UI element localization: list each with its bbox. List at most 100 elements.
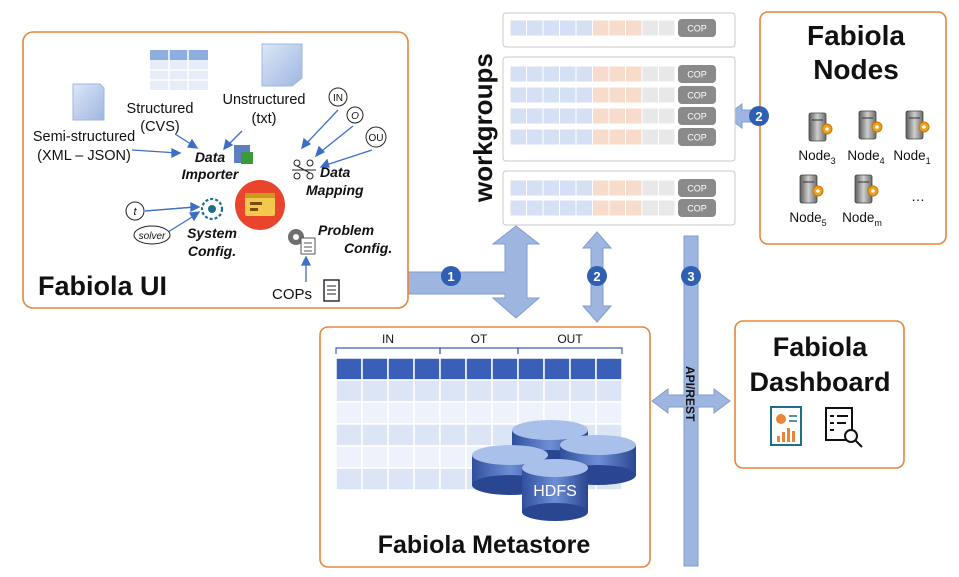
metastore-cell (387, 423, 415, 447)
svg-text:1: 1 (447, 269, 454, 284)
config-input-solver: solver (139, 231, 166, 242)
problem-config-label-1: Problem (318, 222, 374, 238)
structured-format: (CVS) (140, 119, 179, 135)
metastore-cell (439, 423, 467, 447)
workgroup-cell (608, 65, 626, 83)
cop-button-bg (678, 86, 716, 104)
metastore-cell (387, 445, 415, 469)
metastore-cell (335, 401, 363, 425)
metastore-cell (361, 379, 389, 403)
badge-3: 3 (681, 266, 701, 286)
nodes-title-2: Nodes (813, 54, 899, 85)
workgroup-cell (608, 199, 626, 217)
workgroup-cell (658, 199, 676, 217)
cop-button[interactable]: COP (678, 86, 716, 104)
cop-button[interactable]: COP (678, 19, 716, 37)
cop-button[interactable]: COP (678, 65, 716, 83)
list-search-icon (825, 407, 863, 448)
cop-button[interactable]: COP (678, 179, 716, 197)
cop-button-label: COP (687, 91, 707, 101)
metastore-cell (335, 467, 363, 491)
workgroup-row: COP (509, 19, 716, 37)
workgroup-cell (542, 65, 560, 83)
workgroup-cell (625, 19, 643, 37)
metastore-cell (595, 379, 623, 403)
workgroup-cell (625, 65, 643, 83)
api-rest-label: API/REST (683, 366, 697, 422)
node-label: Node4 (847, 148, 884, 166)
metastore-cell (335, 423, 363, 447)
metastore-cell (491, 379, 519, 403)
workgroup-cell (526, 199, 544, 217)
metastore-cell (543, 357, 571, 381)
workgroup-cell (575, 86, 593, 104)
metastore-cell (569, 379, 597, 403)
hdfs-cylinder-front (522, 459, 588, 521)
workgroup-cell (542, 86, 560, 104)
metastore-column-header: OUT (517, 332, 623, 354)
workgroup-cell (608, 86, 626, 104)
metastore-cell (413, 445, 441, 469)
workgroup-cell (509, 19, 527, 37)
metastore-title: Fabiola Metastore (378, 531, 591, 559)
cop-button[interactable]: COP (678, 199, 716, 217)
workgroup-cell (658, 86, 676, 104)
badge-2-metastore: 2 (587, 266, 607, 286)
node-server: Nodem (842, 174, 882, 228)
data-importer-label-1: Data (195, 149, 226, 165)
metastore-cell (439, 379, 467, 403)
workgroup-cell (641, 86, 659, 104)
metastore-cell (569, 357, 597, 381)
data-importer-label-2: Importer (182, 166, 240, 182)
workgroup-row: COP (509, 199, 716, 217)
config-inputs: t solver (125, 201, 171, 245)
metastore-cell (361, 423, 389, 447)
node-server: Node4 (847, 110, 885, 166)
dashboard-title-2: Dashboard (749, 367, 890, 397)
metastore-cell (361, 357, 389, 381)
svg-text:2: 2 (755, 109, 762, 124)
cop-button[interactable]: COP (678, 128, 716, 146)
workgroup-cell (559, 128, 577, 146)
workgroup-row: COP (509, 179, 716, 197)
mapping-input-in: IN (333, 93, 343, 104)
svg-text:2: 2 (593, 269, 600, 284)
metastore-cell (465, 401, 493, 425)
workgroup-cell (575, 107, 593, 125)
workgroup-cell (559, 19, 577, 37)
unstructured-label: Unstructured (222, 92, 305, 108)
workgroup-cell (542, 128, 560, 146)
cop-button-bg (678, 107, 716, 125)
metastore-cell (413, 467, 441, 491)
metastore-cell (595, 401, 623, 425)
semi-structured-format: (XML – JSON) (37, 148, 131, 164)
metastore-cell (361, 445, 389, 469)
workgroup-cell (625, 86, 643, 104)
mapping-input-o: O (351, 111, 359, 122)
node-server: Node1 (893, 110, 931, 166)
workgroup-cell (641, 179, 659, 197)
source-arrows (131, 109, 373, 282)
mapping-inputs: IN O OU (328, 87, 387, 148)
cop-button-label: COP (687, 24, 707, 34)
data-importer-icon (234, 145, 253, 164)
fabiola-dashboard-panel: Fabiola Dashboard (734, 320, 905, 469)
metastore-cell (335, 357, 363, 381)
metastore-cell (439, 401, 467, 425)
cop-button[interactable]: COP (678, 107, 716, 125)
workgroup-cell (559, 86, 577, 104)
metastore-column-label: OT (471, 332, 488, 346)
connector-badges: 1 2 2 3 (441, 106, 769, 286)
metastore-column-label: OUT (557, 332, 583, 346)
workgroup-rows: COP COP COP COP COP COP COP (509, 19, 716, 217)
metastore-cell (361, 467, 389, 491)
workgroup-cell (575, 179, 593, 197)
config-input-t: t (133, 206, 137, 218)
workgroup-cell (592, 86, 610, 104)
workgroup-cell (559, 179, 577, 197)
workgroup-cell (575, 199, 593, 217)
workgroup-cell (608, 107, 626, 125)
